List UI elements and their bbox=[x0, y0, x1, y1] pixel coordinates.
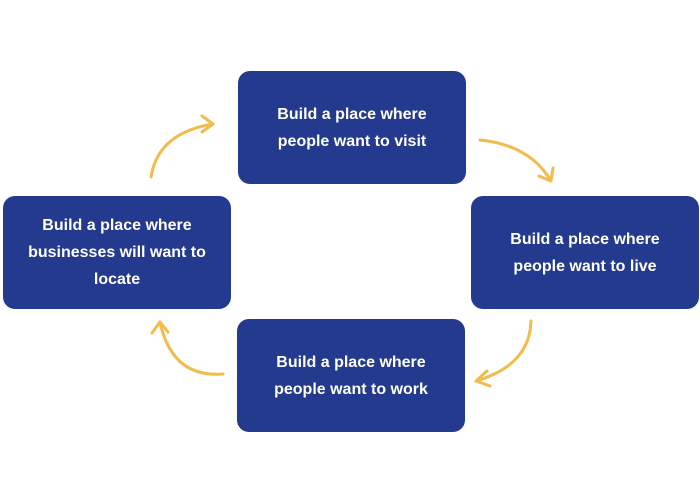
node-visit-label: Build a place where people want to visit bbox=[277, 105, 427, 150]
node-live: Build a place where people want to live bbox=[471, 196, 699, 309]
arrowhead-live-to-work bbox=[474, 369, 492, 388]
arrowhead-locate-to-visit bbox=[200, 114, 215, 134]
node-live-label: Build a place where people want to live bbox=[510, 230, 660, 275]
arrowhead-work-to-locate bbox=[150, 320, 170, 335]
arrow-visit-to-live bbox=[478, 138, 553, 183]
node-locate: Build a place where businesses will want… bbox=[3, 196, 231, 309]
node-work-label: Build a place where people want to work bbox=[274, 353, 428, 398]
arrow-live-to-work bbox=[474, 319, 533, 383]
arrowhead-visit-to-live bbox=[537, 166, 555, 183]
node-locate-label: Build a place where businesses will want… bbox=[28, 217, 206, 288]
node-work: Build a place where people want to work bbox=[237, 319, 465, 432]
node-visit: Build a place where people want to visit bbox=[238, 71, 466, 184]
arrow-locate-to-visit bbox=[149, 122, 215, 179]
arrow-work-to-locate bbox=[158, 320, 225, 376]
